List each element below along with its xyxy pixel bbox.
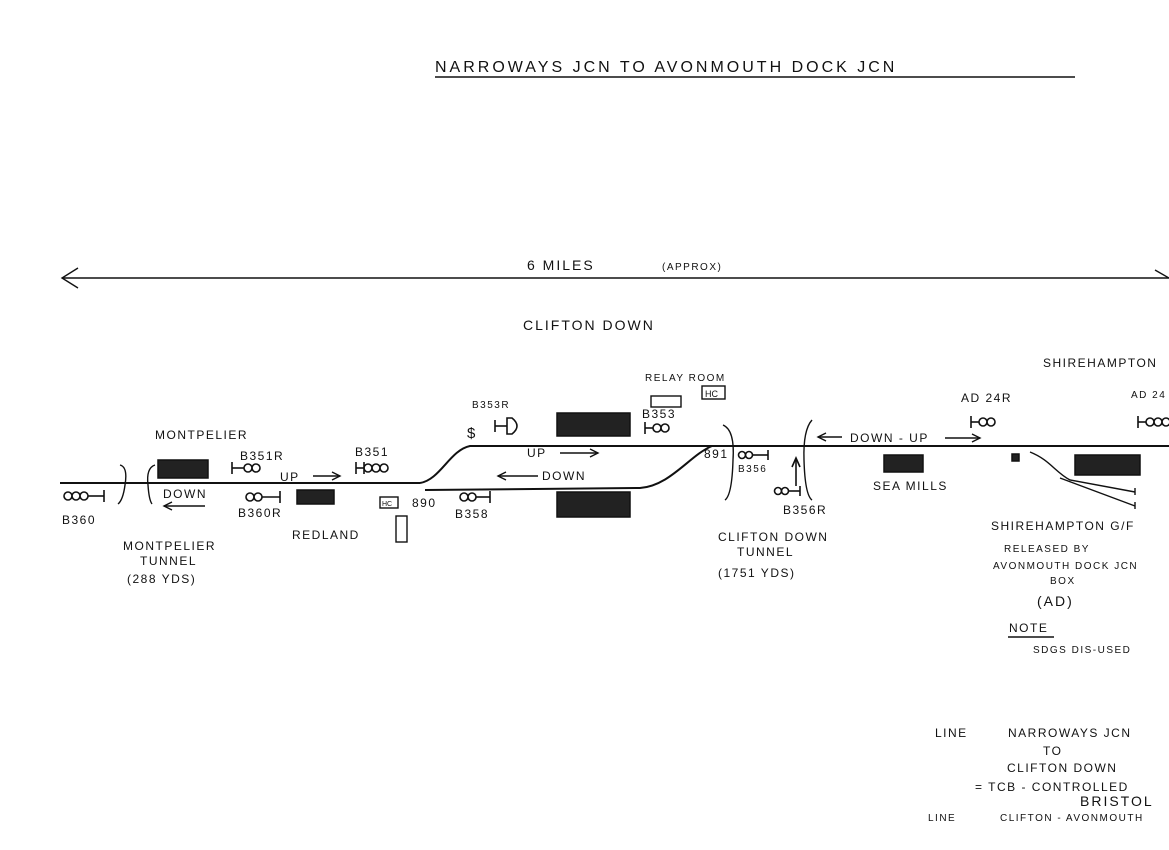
platform-redland [296,489,335,505]
station-redland: REDLAND [292,528,360,542]
platform-clifton-down [556,491,631,518]
legend-line-label-2: LINE [928,813,956,824]
signal-icon [355,462,389,474]
signal-b356r-label: B356R [783,503,827,517]
ground-frame-icon [1011,453,1020,462]
arrow-left-icon [816,432,842,442]
signal-icon [1137,416,1169,428]
points-891-label: 891 [704,447,729,461]
station-clifton-down: CLIFTON DOWN [523,317,655,333]
hc-box [701,385,726,400]
station-montpelier: MONTPELIER [155,428,248,442]
tunnel-portal-icon [117,464,127,505]
signal-b360-label: B360 [62,513,96,527]
arrow-left-icon [496,471,538,481]
gf-line-2: RELEASED BY [1004,544,1090,555]
diagram-title: NARROWAYS JCN TO AVONMOUTH DOCK JCN [435,59,897,76]
signal-ad24r-label: AD 24R [961,391,1012,405]
signal-icon [737,450,769,460]
tunnel-portal-icon [146,464,156,505]
signal-icon [63,490,105,502]
legend-control-1b: BRISTOL [1080,793,1154,809]
platform-sea-mills [883,454,924,473]
note-text: SDGS DIS-USED [1033,645,1131,656]
direction-up-label: UP [527,446,547,460]
platform-shirehampton [1074,454,1141,476]
signal-b358-label: B358 [455,507,489,521]
tunnel-clifton-name: CLIFTON DOWN [718,530,828,544]
signal-b356-label: B356 [738,464,767,475]
hc-box [379,496,399,509]
tunnel-montpelier-name: MONTPELIER [123,539,216,553]
signal-icon [773,456,801,496]
arrow-right-icon [945,433,982,443]
signal-icon [644,422,670,434]
direction-up-label: UP [280,470,300,484]
tunnel-montpelier-sub: TUNNEL [140,554,197,568]
signal-icon [494,417,518,435]
signal-b351-label: B351 [355,445,389,459]
signal-ad24-label: AD 24 [1131,390,1166,401]
relay-room-label: RELAY ROOM [645,373,726,384]
legend-route-2: CLIFTON - AVONMOUTH [1000,813,1144,824]
arrow-right-icon [313,471,342,481]
note-heading: NOTE [1009,621,1048,635]
platform-clifton-up [556,412,631,437]
direction-down-up-label: DOWN - UP [850,431,929,445]
legend-route-1a: NARROWAYS JCN [1008,726,1132,740]
signal-b360r-label: B360R [238,506,282,520]
signal-icon [970,416,996,428]
distance-note: (APPROX) [662,262,722,273]
direction-down-label: DOWN [163,487,207,501]
distance-arrow [60,267,1169,289]
station-shirehampton: SHIREHAMPTON [1043,356,1157,370]
shunt-signal-icon: $ [467,425,477,442]
signal-b353r-label: B353R [472,400,510,411]
tunnel-portal-icon [803,419,813,501]
signal-icon [245,491,281,503]
hc-label: HC [705,389,718,399]
tunnel-clifton-length: (1751 YDS) [718,566,795,580]
arrow-right-icon [560,448,600,458]
gf-line-3: AVONMOUTH DOCK JCN [993,561,1138,572]
ground-frame-box [395,515,408,543]
tunnel-clifton-sub: TUNNEL [737,545,794,559]
signal-icon [231,462,261,474]
signal-icon [459,491,491,503]
relay-room-icon [650,395,682,408]
direction-down-label: DOWN [542,469,586,483]
legend-line-label-1: LINE [935,726,968,740]
points-890-label: 890 [412,496,437,510]
tunnel-montpelier-length: (288 YDS) [127,572,196,586]
gf-line-5: (AD) [1037,593,1074,609]
signal-b353-label: B353 [642,407,676,421]
signal-b351r-label: B351R [240,449,284,463]
arrow-left-icon [162,501,205,511]
distance-label: 6 MILES [527,257,595,273]
legend-control-1: = TCB - CONTROLLED [975,780,1129,794]
station-sea-mills: SEA MILLS [873,479,948,493]
platform-montpelier [157,459,209,479]
gf-line-1: SHIREHAMPTON G/F [991,519,1135,533]
tunnel-portal-icon [722,424,734,501]
legend-route-1c: CLIFTON DOWN [1007,761,1117,775]
track [60,445,1169,509]
hc-label: HC [382,501,392,508]
gf-line-4: BOX [1050,576,1076,587]
legend-route-1b: TO [1043,744,1062,758]
